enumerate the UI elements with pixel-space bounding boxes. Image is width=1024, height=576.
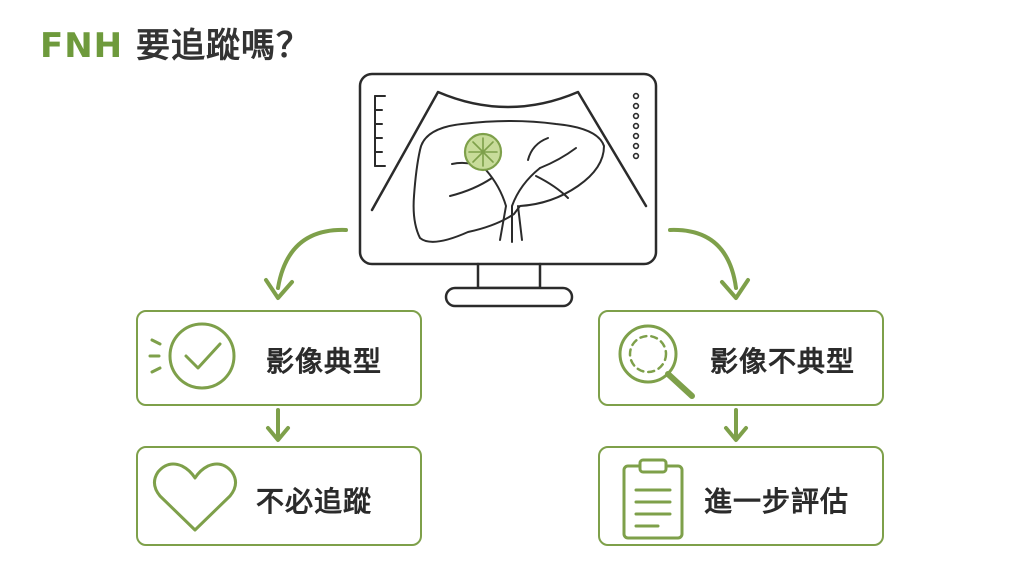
node-no-followup-label: 不必追蹤 bbox=[256, 485, 373, 518]
arrow-typical-to-no-followup bbox=[266, 408, 290, 442]
heart-icon bbox=[153, 462, 237, 532]
lesion-icon bbox=[463, 132, 503, 172]
ultrasound-monitor-icon bbox=[358, 72, 658, 308]
ultrasound-fan bbox=[370, 90, 648, 212]
arrow-to-atypical bbox=[668, 227, 750, 300]
check-circle-icon bbox=[148, 322, 236, 390]
depth-dots bbox=[632, 92, 640, 160]
arrow-atypical-to-further bbox=[724, 408, 748, 442]
clipboard-icon bbox=[622, 458, 684, 540]
node-further-eval: 進一步評估 bbox=[598, 446, 884, 546]
magnifier-icon bbox=[618, 324, 695, 399]
node-typical: 影像典型 bbox=[136, 310, 422, 406]
scale-ticks bbox=[374, 95, 386, 167]
node-further-eval-label: 進一步評估 bbox=[704, 485, 850, 518]
title-rest: 要追蹤嗎？ bbox=[135, 26, 311, 66]
node-atypical: 影像不典型 bbox=[598, 310, 884, 406]
node-typical-label: 影像典型 bbox=[266, 345, 383, 378]
node-no-followup: 不必追蹤 bbox=[136, 446, 422, 546]
page-title: FNH 要追蹤嗎？ bbox=[40, 18, 311, 67]
arrow-to-typical bbox=[264, 227, 348, 300]
liver-icon bbox=[412, 120, 605, 243]
node-atypical-label: 影像不典型 bbox=[710, 345, 856, 378]
title-accent: FNH bbox=[40, 26, 124, 66]
